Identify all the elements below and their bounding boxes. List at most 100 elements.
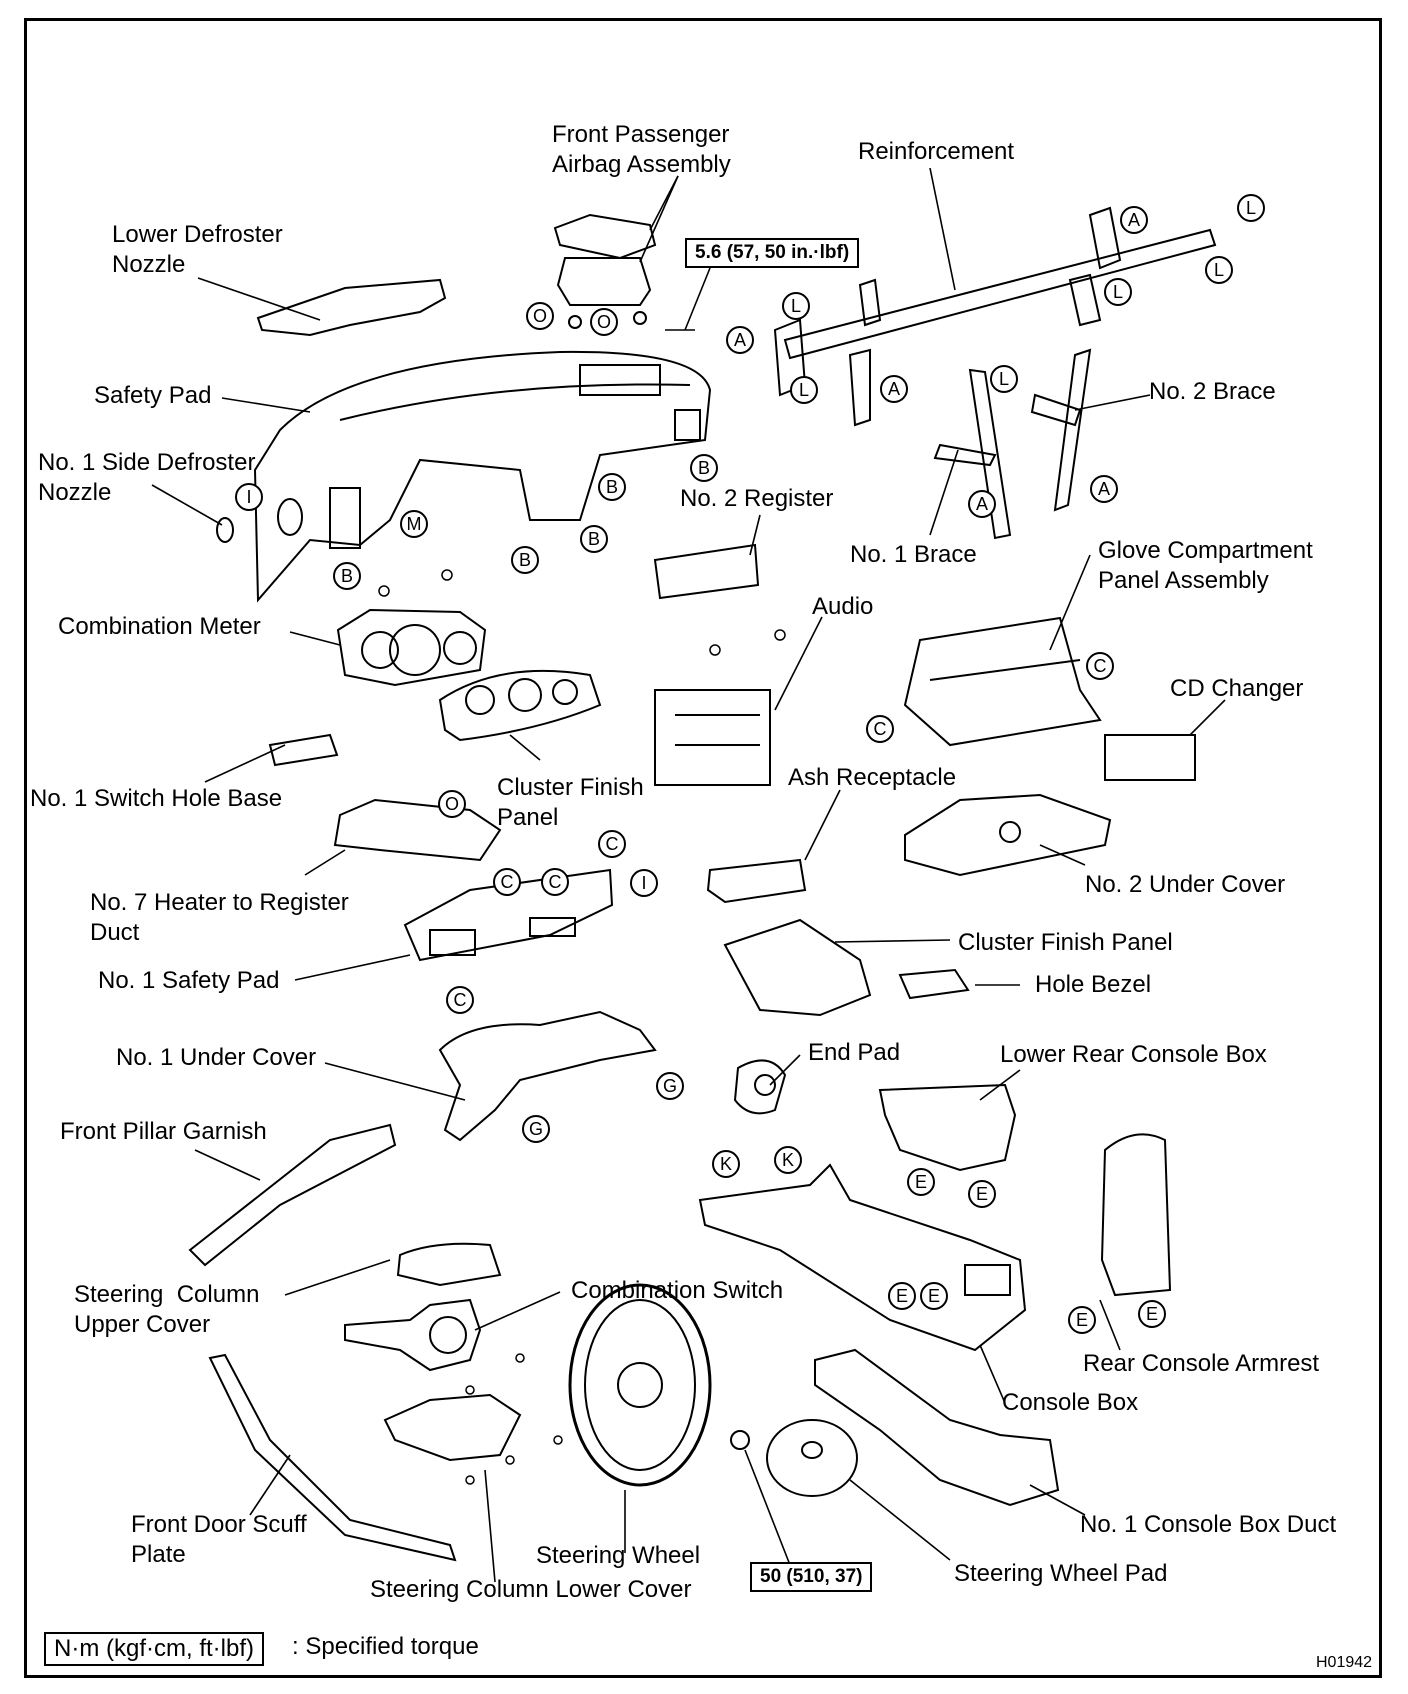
marker-l: L — [790, 376, 818, 404]
marker-l: L — [1237, 194, 1265, 222]
label-ash-receptacle: Ash Receptacle — [788, 764, 957, 791]
steering-column-lower-cover-shape — [383, 1393, 522, 1462]
cd-changer-shape — [1104, 734, 1196, 781]
marker-a: A — [726, 326, 754, 354]
marker-a: A — [1090, 475, 1118, 503]
label-combination-switch: Combination Switch — [571, 1277, 784, 1304]
label-front-pillar-garnish: Front Pillar Garnish — [60, 1118, 267, 1145]
marker-o: O — [438, 790, 466, 818]
marker-l: L — [1104, 278, 1132, 306]
airbag-bolt-2 — [633, 311, 647, 325]
marker-c: C — [1086, 652, 1114, 680]
cluster-finish-panel-lower-shape — [723, 918, 872, 1017]
label-end-pad: End Pad — [808, 1039, 901, 1066]
marker-i: I — [630, 869, 658, 897]
marker-i: I — [235, 483, 263, 511]
audio-shape — [654, 689, 771, 786]
leader-lines — [151, 167, 1226, 1583]
label-front-door-scuff-plate: Front Door Scuff Plate — [131, 1511, 307, 1568]
label-no7-heater-duct: No. 7 Heater to Register Duct — [90, 889, 349, 946]
marker-a: A — [880, 375, 908, 403]
hole-bezel-shape — [898, 968, 970, 1000]
label-no1-brace: No. 1 Brace — [850, 541, 977, 568]
ash-receptacle-shape — [706, 858, 807, 904]
no1-under-cover-shape — [438, 1010, 657, 1142]
label-audio: Audio — [812, 593, 874, 620]
marker-k: K — [774, 1146, 802, 1174]
safety-pad-shape — [253, 350, 712, 603]
marker-m: M — [400, 510, 428, 538]
lower-defroster-nozzle-shape — [256, 278, 447, 337]
no1-safety-pad-shape — [403, 868, 614, 962]
marker-e: E — [888, 1282, 916, 1310]
label-no1-safety-pad: No. 1 Safety Pad — [98, 967, 280, 994]
torque-steering-nut: 50 (510, 37) — [750, 1562, 873, 1592]
label-combination-meter: Combination Meter — [58, 613, 261, 640]
rear-console-armrest-shape — [1100, 1133, 1172, 1297]
marker-l: L — [990, 365, 1018, 393]
marker-b: B — [333, 562, 361, 590]
marker-a: A — [1120, 206, 1148, 234]
marker-b: B — [511, 546, 539, 574]
marker-c: C — [541, 868, 569, 896]
label-hole-bezel: Hole Bezel — [1035, 971, 1152, 998]
label-lower-defroster-nozzle: Lower Defroster Nozzle — [112, 221, 283, 278]
reinforcement-beam-shape — [783, 228, 1217, 360]
label-reinforcement: Reinforcement — [858, 138, 1015, 165]
steering-wheel-shape — [568, 1283, 712, 1487]
marker-e: E — [1068, 1306, 1096, 1334]
cluster-finish-panel-upper-shape — [438, 669, 602, 742]
marker-e: E — [968, 1180, 996, 1208]
label-lower-rear-console-box: Lower Rear Console Box — [1000, 1041, 1267, 1068]
label-console-box: Console Box — [1002, 1389, 1139, 1416]
marker-e: E — [907, 1168, 935, 1196]
legend-torque-unit-box: N·m (kgf·cm, ft·lbf) — [44, 1632, 264, 1666]
switch-hole-base-shape — [268, 733, 339, 767]
torque-airbag-bolt: 5.6 (57, 50 in.·lbf) — [685, 238, 860, 268]
label-cluster-finish-panel-lower: Cluster Finish Panel — [958, 929, 1173, 956]
no2-register-shape — [653, 543, 760, 600]
marker-b: B — [690, 454, 718, 482]
label-no2-under-cover: No. 2 Under Cover — [1085, 871, 1286, 898]
marker-c: C — [598, 830, 626, 858]
marker-b: B — [580, 525, 608, 553]
screws — [378, 569, 786, 1485]
airbag-lid-shape — [553, 213, 657, 260]
steering-nut-shape — [730, 1430, 750, 1450]
marker-l: L — [1205, 256, 1233, 284]
label-front-passenger-airbag: Front Passenger Airbag Assembly — [552, 121, 731, 178]
lower-rear-console-box-shape — [878, 1083, 1017, 1172]
label-no1-under-cover: No. 1 Under Cover — [116, 1044, 317, 1071]
label-cd-changer: CD Changer — [1170, 675, 1304, 702]
heater-duct-shape — [333, 798, 502, 862]
marker-c: C — [446, 986, 474, 1014]
glove-compartment-shape — [903, 616, 1102, 747]
marker-c: C — [866, 715, 894, 743]
console-box-duct-shape — [814, 1348, 1060, 1507]
label-steering-wheel: Steering Wheel — [536, 1542, 701, 1569]
label-safety-pad: Safety Pad — [94, 382, 212, 409]
marker-o: O — [526, 302, 554, 330]
combination-switch-shape — [344, 1298, 482, 1372]
label-no2-brace: No. 2 Brace — [1149, 378, 1276, 405]
airbag-body-shape — [556, 257, 652, 306]
label-no2-register: No. 2 Register — [680, 485, 834, 512]
label-no1-side-defroster-nozzle: No. 1 Side Defroster Nozzle — [38, 449, 256, 506]
label-glove-compartment: Glove Compartment Panel Assembly — [1098, 537, 1313, 594]
console-box-shape — [698, 1163, 1027, 1352]
marker-b: B — [598, 473, 626, 501]
marker-c: C — [493, 868, 521, 896]
airbag-bolt-1 — [568, 315, 582, 329]
steering-wheel-pad-shape — [766, 1419, 858, 1497]
marker-o: O — [590, 308, 618, 336]
label-no1-console-box-duct: No. 1 Console Box Duct — [1080, 1511, 1337, 1538]
label-cluster-finish-panel-upper: Cluster Finish Panel — [497, 774, 644, 831]
no1-brace-shape — [933, 368, 1012, 540]
diagram-frame — [24, 18, 1382, 1678]
label-steering-wheel-pad: Steering Wheel Pad — [954, 1560, 1168, 1587]
marker-l: L — [782, 292, 810, 320]
label-steering-column-lower-cover: Steering Column Lower Cover — [370, 1576, 692, 1603]
marker-k: K — [712, 1150, 740, 1178]
label-steering-column-upper-cover: Steering Column Upper Cover — [74, 1281, 260, 1338]
